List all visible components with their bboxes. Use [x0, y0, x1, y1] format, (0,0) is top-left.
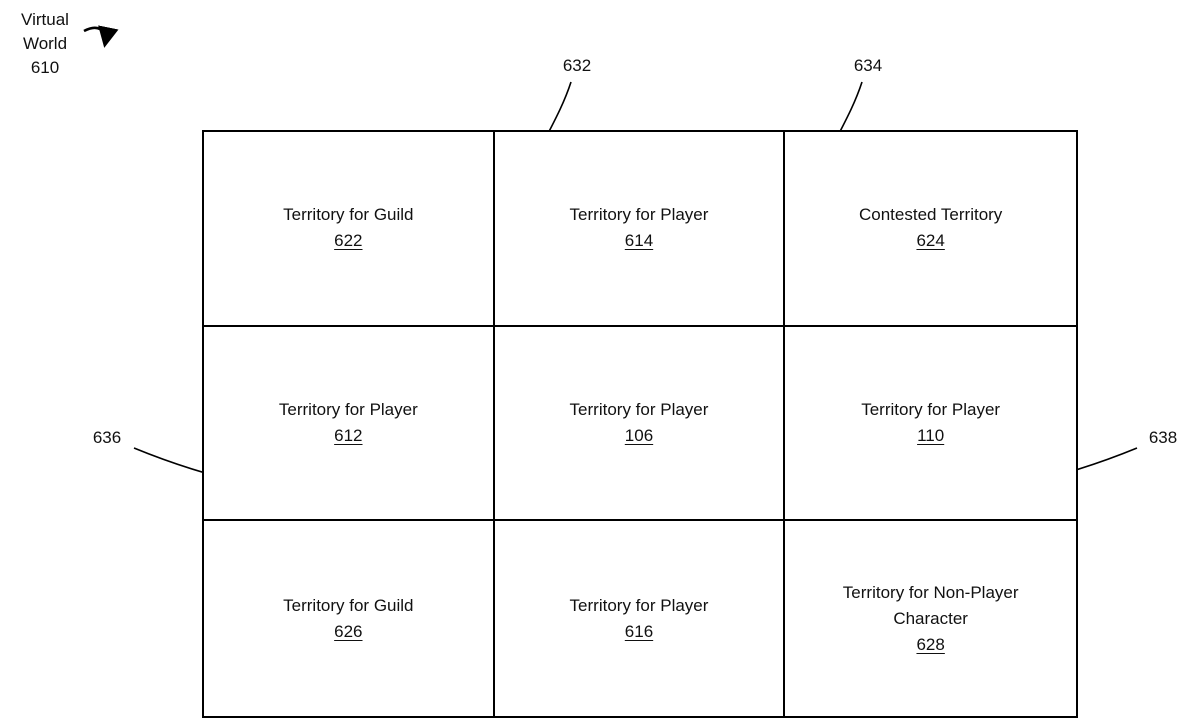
territory-ref: 622 [334, 231, 363, 251]
grid-cell-614: Territory for Player 614 [494, 132, 786, 327]
territory-name: Territory for Player [861, 399, 1001, 419]
territory-name: Territory for Player [569, 595, 709, 615]
territory-name: Territory for Player [278, 399, 418, 419]
grid-cell-110: Territory for Player 110 [785, 327, 1076, 522]
callout-634: 634 [853, 56, 883, 75]
callout-636: 636 [92, 428, 122, 447]
grid-cell-616: Territory for Player 616 [495, 521, 786, 716]
territory-name: Territory for Player [569, 205, 709, 225]
territory-ref: 628 [916, 634, 945, 654]
world-label: Virtual World 610 [8, 8, 82, 80]
callout-632: 632 [562, 56, 592, 75]
grid-cell-624: Contested Territory 624 [785, 132, 1076, 327]
callout-638: 638 [1148, 428, 1178, 447]
world-label-line1: Virtual [21, 10, 69, 29]
grid-cell-626: Territory for Guild 626 [204, 521, 495, 716]
grid-cell-622: Territory for Guild 622 [204, 132, 495, 327]
grid-cell-628: Territory for Non-Player Character 628 [785, 521, 1076, 716]
territory-ref: 110 [917, 425, 945, 445]
territory-ref: 616 [624, 621, 654, 641]
territory-grid: Territory for Guild 622 Territory for Pl… [202, 130, 1078, 718]
world-label-line2: World [22, 34, 68, 53]
grid-cell-612: Territory for Player 612 [204, 326, 495, 522]
territory-ref: 624 [916, 231, 945, 251]
territory-name: Territory for Player [569, 399, 709, 419]
territory-ref: 612 [334, 425, 363, 445]
world-label-ref: 610 [30, 58, 60, 77]
grid-cell-106: Territory for Player 106 [494, 326, 786, 522]
world-label-arrow-icon [83, 25, 119, 48]
territory-name: Territory for Guild [283, 595, 414, 615]
territory-name: Contested Territory [859, 205, 1003, 225]
territory-ref: 614 [624, 231, 654, 251]
territory-ref: 106 [624, 425, 654, 445]
territory-name: Territory for Non-Player Character [842, 582, 1019, 628]
territory-name: Territory for Guild [283, 205, 414, 225]
territory-ref: 626 [334, 621, 363, 641]
